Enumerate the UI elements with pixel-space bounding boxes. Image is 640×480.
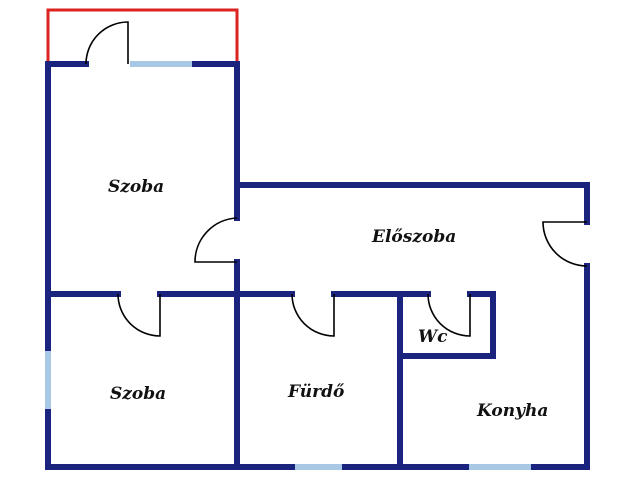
room-label-wc: Wc xyxy=(418,327,448,347)
room-label-szoba-top: Szoba xyxy=(108,177,164,197)
room-labels: Szoba Előszoba Szoba Fürdő Wc Konyha xyxy=(108,177,548,421)
room-label-furdo: Fürdő xyxy=(287,382,345,402)
balcony-outline xyxy=(46,8,239,64)
room-label-eloszoba: Előszoba xyxy=(371,227,456,247)
windows xyxy=(45,61,534,470)
door-furdo xyxy=(291,293,335,337)
door-wc xyxy=(427,293,471,337)
doors xyxy=(85,21,588,337)
room-label-konyha: Konyha xyxy=(476,401,548,421)
room-label-szoba-bottom: Szoba xyxy=(110,384,166,404)
door-szoba-bottom xyxy=(117,293,161,337)
door-szoba-top xyxy=(194,217,238,263)
door-entrance xyxy=(542,221,588,267)
walls xyxy=(45,61,590,470)
door-balcony xyxy=(85,21,129,65)
